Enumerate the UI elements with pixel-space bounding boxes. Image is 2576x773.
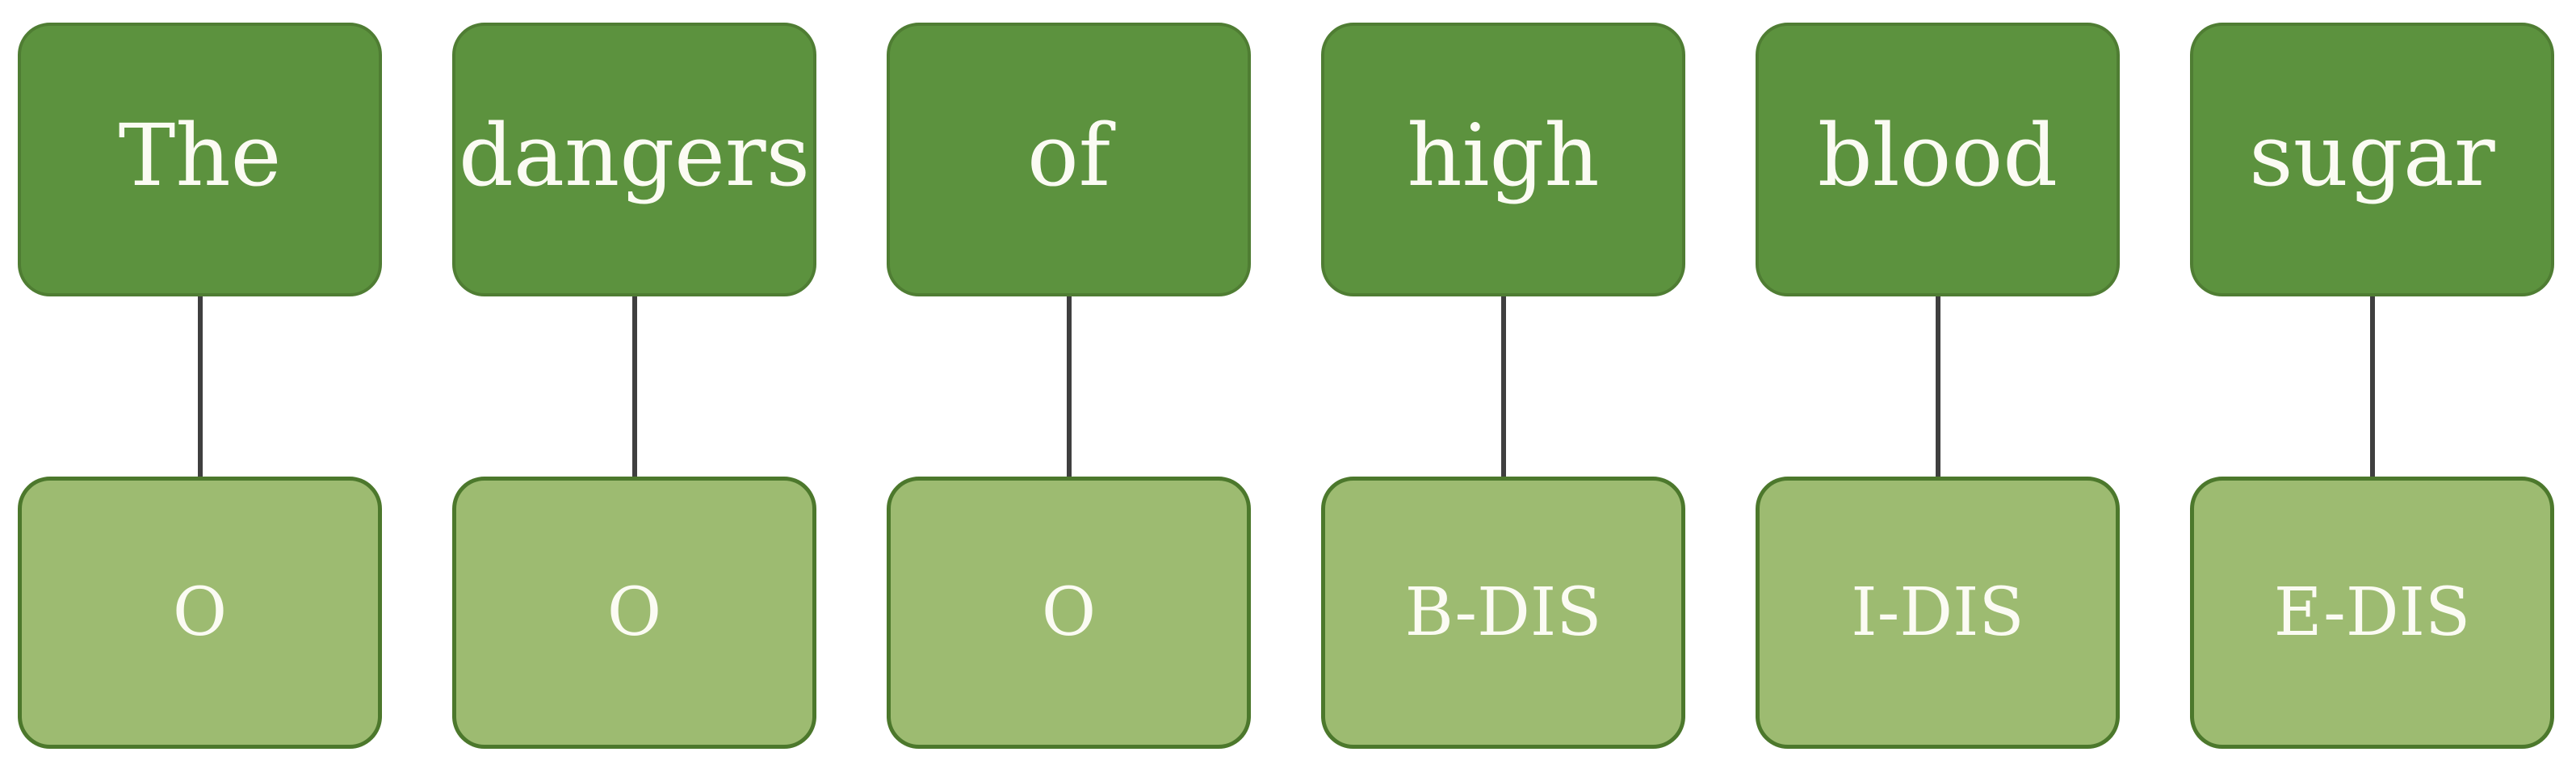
tag-label: E-DIS	[2273, 573, 2471, 651]
connector-line	[197, 296, 203, 477]
token-label: dangers	[459, 105, 810, 205]
token-box: dangers	[452, 23, 816, 296]
token-label: of	[1026, 105, 1111, 205]
connector-line	[631, 296, 637, 477]
token-tag-pair: of O	[887, 23, 1251, 749]
tag-label: O	[172, 573, 228, 651]
tag-box: B-DIS	[1321, 477, 1685, 749]
token-box: The	[18, 23, 382, 296]
tag-box: E-DIS	[2190, 477, 2554, 749]
tag-label: I-DIS	[1851, 573, 2024, 651]
tag-box: O	[452, 477, 816, 749]
tag-label: B-DIS	[1404, 573, 1602, 651]
token-label: high	[1407, 105, 1600, 205]
tag-box: O	[887, 477, 1251, 749]
tag-label: O	[1041, 573, 1097, 651]
connector-line	[1935, 296, 1940, 477]
connector-line	[1500, 296, 1506, 477]
token-label: blood	[1817, 105, 2058, 205]
token-box: of	[887, 23, 1251, 296]
tag-label: O	[606, 573, 662, 651]
tag-box: O	[18, 477, 382, 749]
tag-box: I-DIS	[1756, 477, 2120, 749]
token-box: high	[1321, 23, 1685, 296]
token-label: sugar	[2249, 105, 2495, 205]
token-box: blood	[1756, 23, 2120, 296]
token-tag-pair: dangers O	[452, 23, 816, 749]
connector-line	[2369, 296, 2375, 477]
token-tag-pair: high B-DIS	[1321, 23, 1685, 749]
connector-line	[1066, 296, 1072, 477]
token-tag-pair: sugar E-DIS	[2190, 23, 2554, 749]
token-box: sugar	[2190, 23, 2554, 296]
token-tag-pair: blood I-DIS	[1756, 23, 2120, 749]
token-label: The	[118, 105, 282, 205]
token-tag-pair: The O	[18, 23, 382, 749]
